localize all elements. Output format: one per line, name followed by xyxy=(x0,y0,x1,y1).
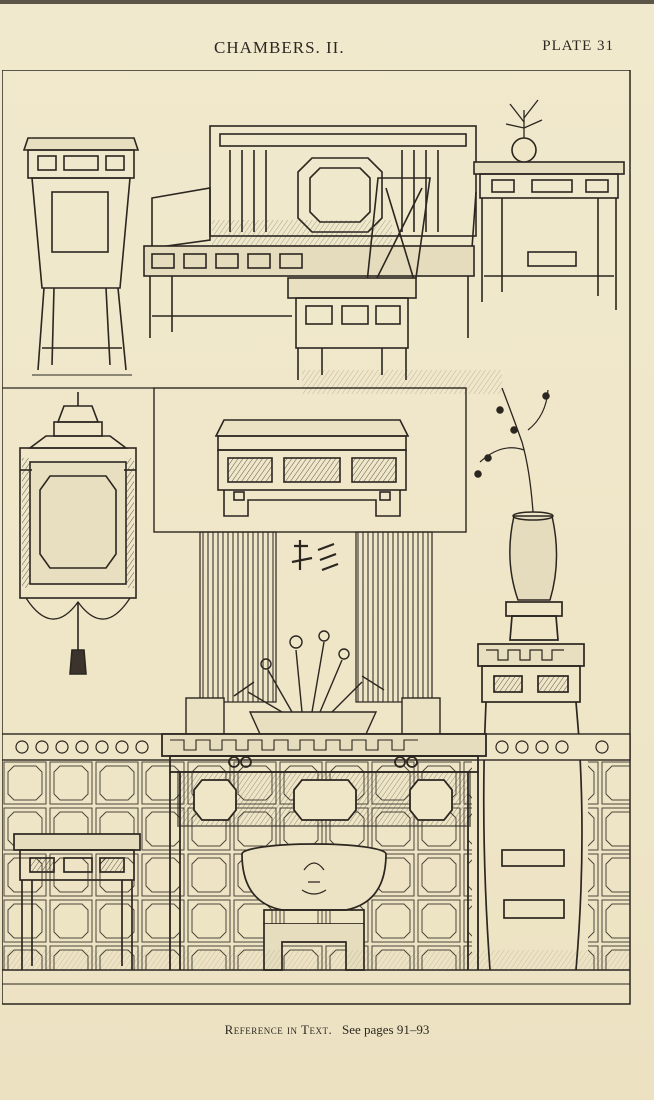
plate-caption: Reference in Text. See pages 91–93 xyxy=(0,1022,654,1038)
tall-pedestal-stand xyxy=(477,601,590,971)
hanging-lantern xyxy=(19,392,137,675)
plant-arrangement xyxy=(185,630,441,735)
tall-plant-stand xyxy=(22,137,140,376)
settee-seat-shading xyxy=(212,220,392,246)
backdrop-panel-right xyxy=(355,531,433,703)
frieze-ornament xyxy=(15,740,609,754)
floor-shadow xyxy=(302,370,502,394)
plate-border xyxy=(2,70,631,1005)
furniture-plate-illustration xyxy=(2,70,631,1005)
plate-number: PLATE 31 xyxy=(542,38,614,54)
backdrop-panel-left xyxy=(199,531,277,703)
carved-console-table xyxy=(161,733,487,970)
center-panel-frame xyxy=(153,387,467,533)
page-header: CHAMBERS. II. PLATE 31 xyxy=(0,38,654,62)
baseboard-shading xyxy=(2,950,630,970)
top-edge-rule xyxy=(0,0,654,4)
running-title: CHAMBERS. II. xyxy=(214,38,345,57)
bamboo-stool-with-chair xyxy=(287,177,431,380)
tiled-wall-right xyxy=(588,742,630,970)
chinese-character-glyph xyxy=(291,540,339,572)
pages-reference: See pages 91–93 xyxy=(342,1022,430,1037)
vase-with-blossom-branch xyxy=(474,387,558,601)
side-table-with-vase xyxy=(473,99,625,310)
reference-label: Reference in Text. xyxy=(224,1022,333,1037)
planter-box xyxy=(214,419,410,517)
bamboo-settee xyxy=(143,125,477,338)
